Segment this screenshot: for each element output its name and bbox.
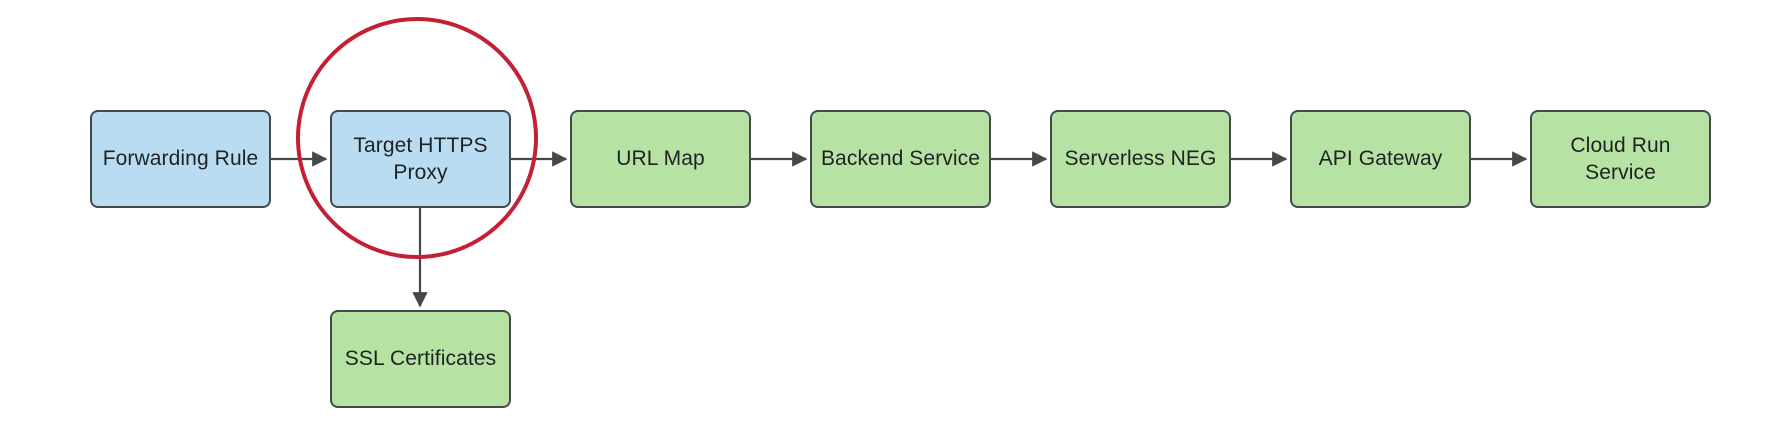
node-backend-service[interactable]: Backend Service: [810, 110, 991, 208]
node-api-gateway[interactable]: API Gateway: [1290, 110, 1471, 208]
node-url-map[interactable]: URL Map: [570, 110, 751, 208]
node-label-api-gateway: API Gateway: [1318, 147, 1443, 171]
node-serverless-neg[interactable]: Serverless NEG: [1050, 110, 1231, 208]
node-label-target-https-proxy: Target HTTPS Proxy: [353, 133, 488, 184]
node-label-ssl-certificates: SSL Certificates: [344, 347, 497, 371]
node-cloud-run-service[interactable]: Cloud Run Service: [1530, 110, 1711, 208]
node-forwarding-rule[interactable]: Forwarding Rule: [90, 110, 271, 208]
node-label-url-map: URL Map: [616, 147, 705, 171]
node-target-https-proxy[interactable]: Target HTTPS Proxy: [330, 110, 511, 208]
node-label-forwarding-rule: Forwarding Rule: [102, 147, 259, 171]
node-label-cloud-run-service: Cloud Run Service: [1570, 133, 1671, 184]
node-ssl-certificates[interactable]: SSL Certificates: [330, 310, 511, 408]
node-label-backend-service: Backend Service: [820, 147, 981, 171]
node-label-serverless-neg: Serverless NEG: [1064, 147, 1217, 171]
